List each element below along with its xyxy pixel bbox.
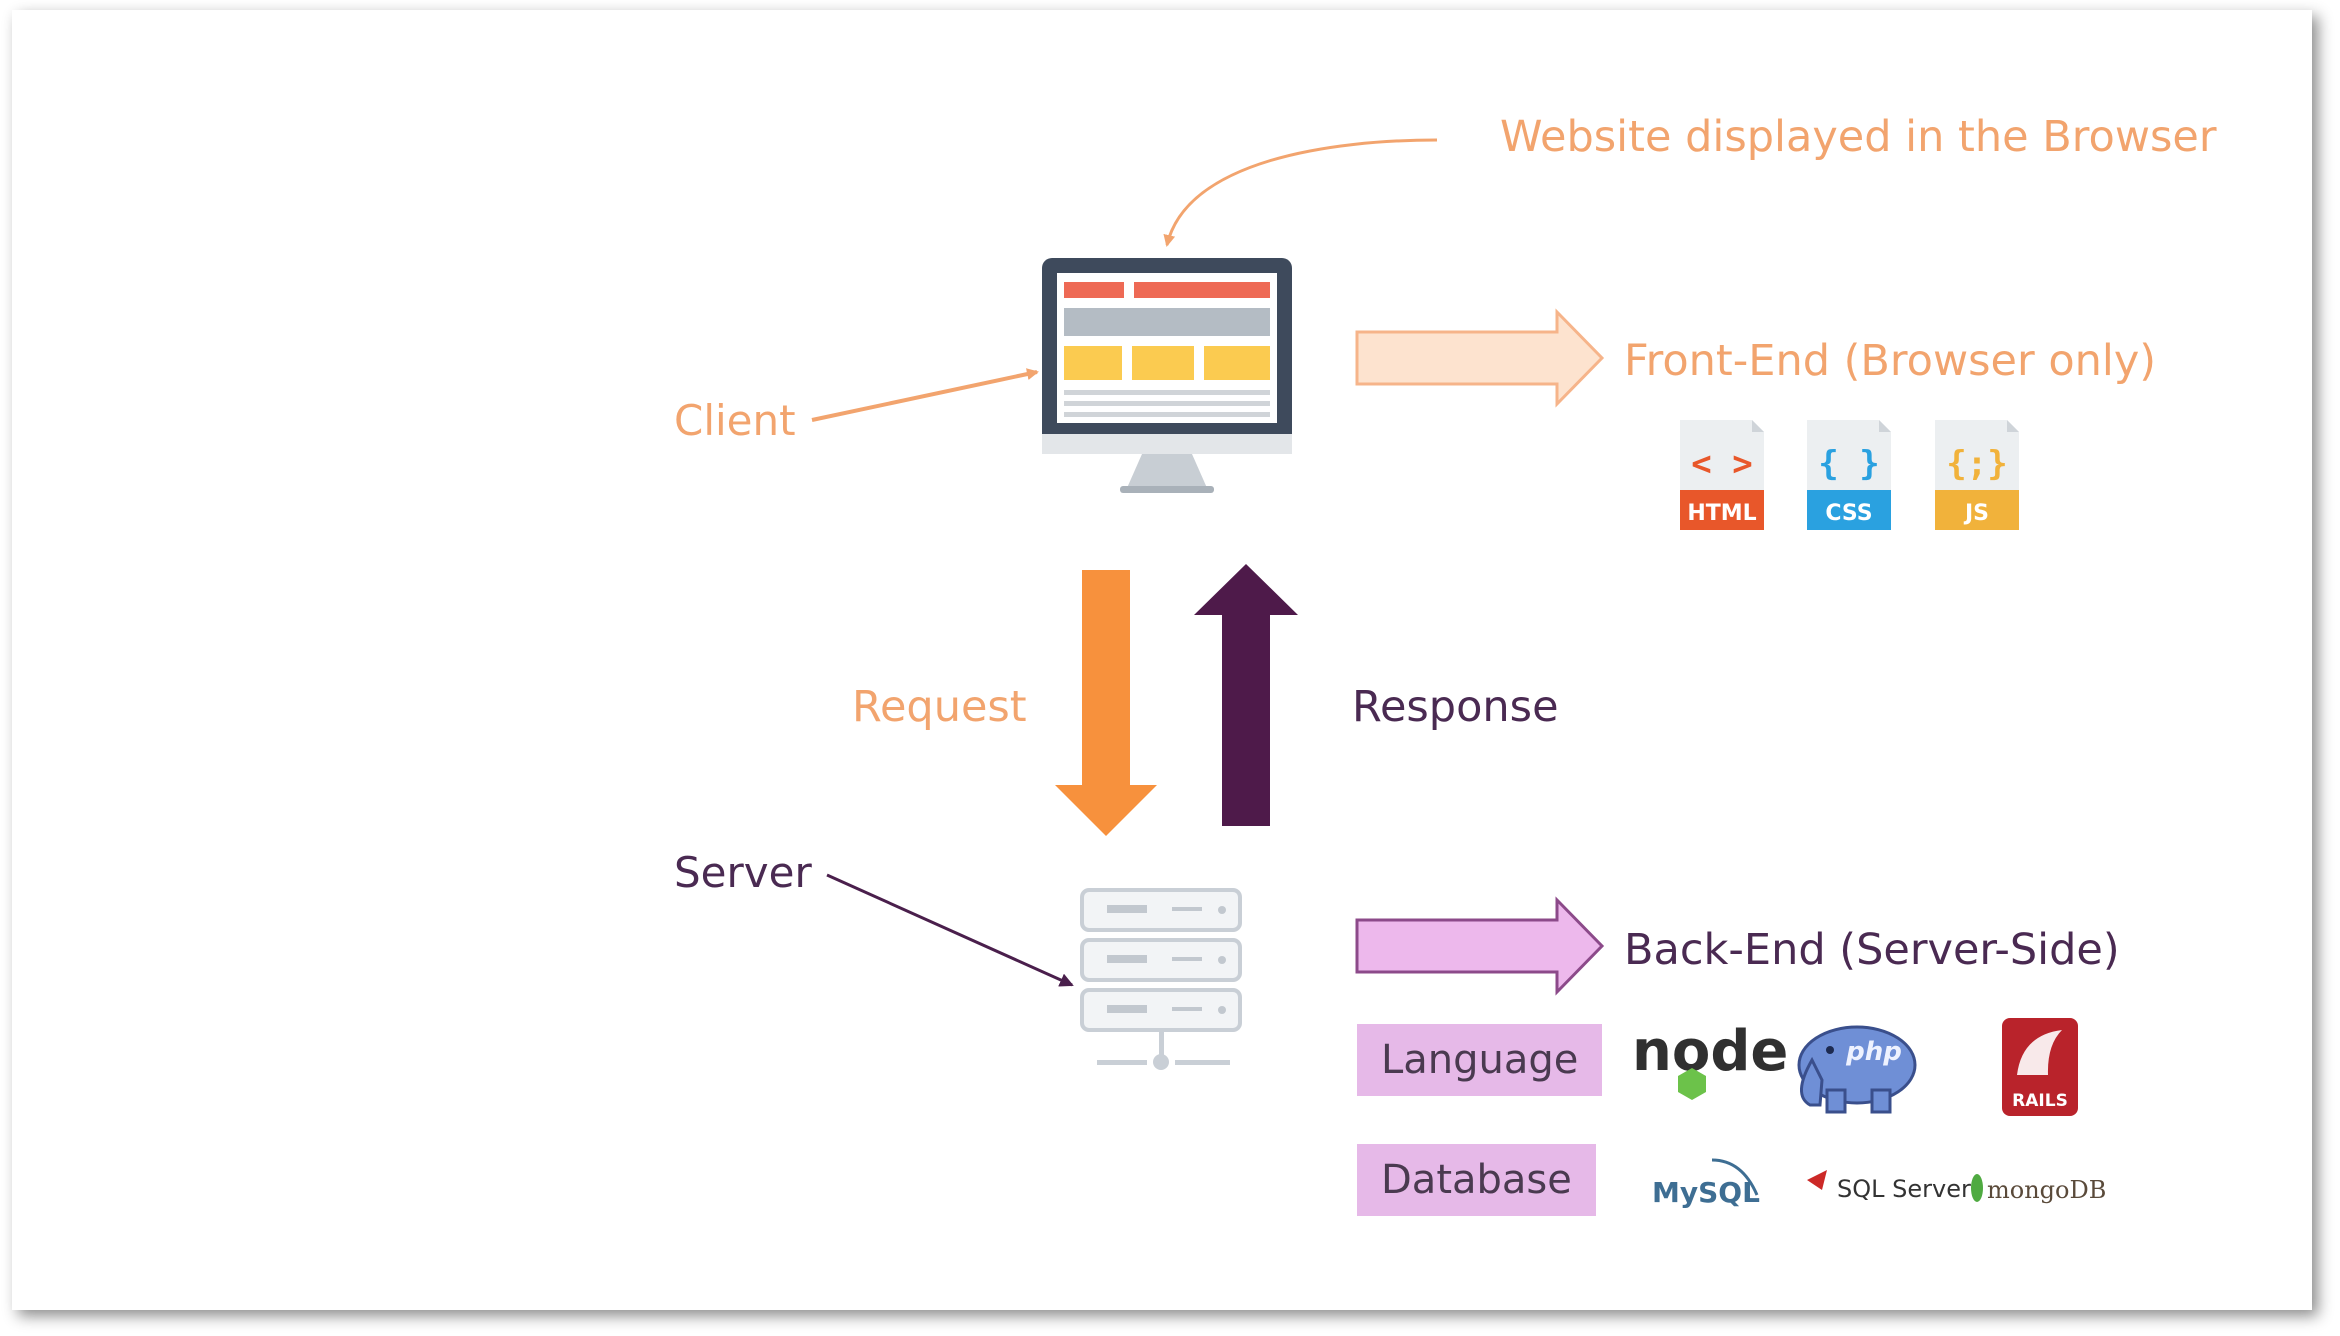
mysql-logo: MySQL bbox=[1652, 1158, 1760, 1209]
server-icon bbox=[1080, 888, 1242, 1070]
backend-arrow bbox=[1355, 896, 1605, 996]
sqlserver-logo: SQL Server bbox=[1807, 1170, 1971, 1203]
mongodb-logo: mongoDB bbox=[1971, 1174, 2106, 1204]
js-icon-symbol: {;} bbox=[1946, 444, 2007, 484]
request-arrow bbox=[1055, 570, 1157, 836]
node-logo-text: node bbox=[1632, 1019, 1788, 1084]
backend-label: Back-End (Server-Side) bbox=[1624, 925, 2120, 975]
monitor-icon bbox=[1042, 258, 1292, 493]
sqlserver-logo-text: SQL Server bbox=[1837, 1175, 1971, 1203]
rails-logo-text: RAILS bbox=[2012, 1091, 2068, 1111]
frontend-label: Front-End (Browser only) bbox=[1624, 336, 2157, 386]
js-file-icon: {;} JS bbox=[1935, 420, 2019, 530]
css-icon-label: CSS bbox=[1825, 501, 1872, 526]
server-pointer-arrow bbox=[826, 873, 1074, 987]
css-file-icon: { } CSS bbox=[1807, 420, 1891, 530]
website-pointer-arrow bbox=[1163, 138, 1438, 247]
client-label: Client bbox=[674, 396, 796, 445]
language-pill: Language bbox=[1357, 1024, 1603, 1096]
response-label: Response bbox=[1352, 682, 1559, 732]
rails-logo: RAILS bbox=[2002, 1018, 2078, 1116]
mysql-logo-text: MySQL bbox=[1652, 1176, 1760, 1209]
html-icon-symbol: < > bbox=[1691, 444, 1752, 484]
node-logo: node bbox=[1632, 1019, 1788, 1100]
slide: < > HTML { } CSS {;} JS node php RAILS M… bbox=[12, 10, 2312, 1310]
mongodb-logo-text: mongoDB bbox=[1987, 1176, 2106, 1204]
response-arrow bbox=[1194, 564, 1298, 826]
html-icon-label: HTML bbox=[1687, 501, 1756, 526]
server-label: Server bbox=[674, 848, 812, 897]
request-label: Request bbox=[852, 682, 1027, 732]
js-icon-label: JS bbox=[1963, 501, 1989, 526]
php-logo-text: php bbox=[1845, 1037, 1902, 1067]
website-displayed-label: Website displayed in the Browser bbox=[1500, 112, 2217, 162]
php-logo: php bbox=[1797, 1025, 1917, 1114]
database-pill: Database bbox=[1357, 1144, 1596, 1216]
html-file-icon: < > HTML bbox=[1680, 420, 1764, 530]
client-pointer-arrow bbox=[811, 368, 1039, 422]
diagram-canvas: < > HTML { } CSS {;} JS node php RAILS M… bbox=[811, 138, 2106, 1209]
frontend-arrow bbox=[1355, 308, 1605, 408]
css-icon-symbol: { } bbox=[1818, 444, 1879, 484]
